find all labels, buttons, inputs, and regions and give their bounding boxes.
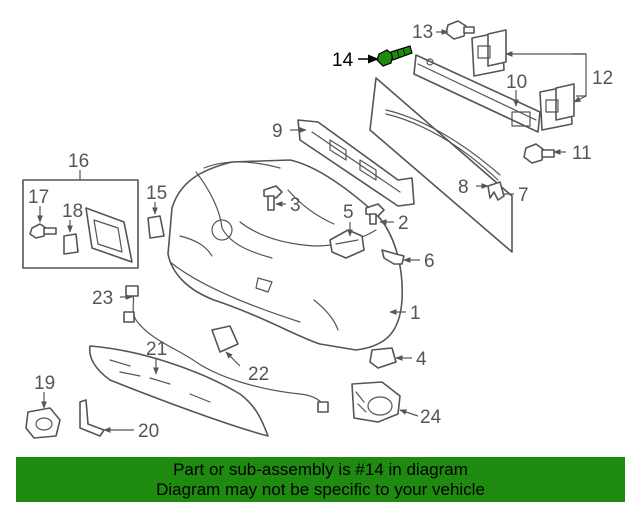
callout-4: 4 xyxy=(416,349,427,370)
callout-15: 15 xyxy=(146,183,167,204)
part-22-clip xyxy=(211,325,239,353)
callout-6: 6 xyxy=(424,251,435,272)
part-3-clip xyxy=(263,185,283,211)
part-16-group xyxy=(22,179,139,269)
info-banner: Part or sub-assembly is #14 in diagram D… xyxy=(16,457,625,502)
part-21-undercover xyxy=(88,345,269,437)
part-4-sensor xyxy=(369,347,397,369)
callout-23: 23 xyxy=(92,288,113,309)
callout-1: 1 xyxy=(410,303,421,324)
part-15-clip xyxy=(147,215,165,239)
callout-11: 11 xyxy=(572,143,592,164)
leader-lines xyxy=(37,29,587,433)
callout-21: 21 xyxy=(146,339,167,360)
part-13-bolt xyxy=(445,20,475,40)
part-8-clip xyxy=(487,181,505,201)
part-6-screw xyxy=(381,249,405,265)
part-14-screw xyxy=(376,45,413,67)
part-19-sensor xyxy=(25,407,61,439)
callout-3: 3 xyxy=(290,195,301,216)
callout-14: 14 xyxy=(332,50,354,71)
parts-diagram: 14 13 12 10 9 11 8 7 3 5 2 6 1 4 24 16 1… xyxy=(22,20,613,442)
part-7-panel xyxy=(369,77,513,253)
callout-20: 20 xyxy=(138,421,159,442)
part-10-reinforcement xyxy=(413,54,541,133)
part-2-clip xyxy=(365,203,385,225)
part-9-absorber xyxy=(297,119,415,207)
banner-line-2: Diagram may not be specific to your vehi… xyxy=(156,480,485,499)
callout-9: 9 xyxy=(272,121,283,142)
callout-17: 17 xyxy=(28,187,49,208)
callout-18: 18 xyxy=(62,201,83,222)
callout-labels: 14 13 12 10 9 11 8 7 3 5 2 6 1 4 24 16 1… xyxy=(28,22,613,442)
banner-line-1: Part or sub-assembly is #14 in diagram xyxy=(173,460,468,479)
part-12-bracket-lower xyxy=(539,83,575,131)
part-20-bracket xyxy=(79,399,105,437)
callout-22: 22 xyxy=(248,364,269,385)
callout-5: 5 xyxy=(343,202,354,223)
callout-10: 10 xyxy=(506,72,527,93)
part-11-bolt xyxy=(523,143,555,164)
callout-24: 24 xyxy=(420,407,442,428)
callout-19: 19 xyxy=(34,373,55,394)
callout-13: 13 xyxy=(412,22,433,43)
part-1-bumper-cover xyxy=(167,159,403,351)
callout-16: 16 xyxy=(68,151,89,172)
callout-12: 12 xyxy=(592,68,613,89)
part-24-bezel xyxy=(351,381,401,423)
callout-2: 2 xyxy=(398,213,409,234)
callout-8: 8 xyxy=(458,177,469,198)
part-23-harness xyxy=(123,285,329,413)
callout-7: 7 xyxy=(518,185,529,206)
part-12-bracket-upper xyxy=(471,29,507,77)
